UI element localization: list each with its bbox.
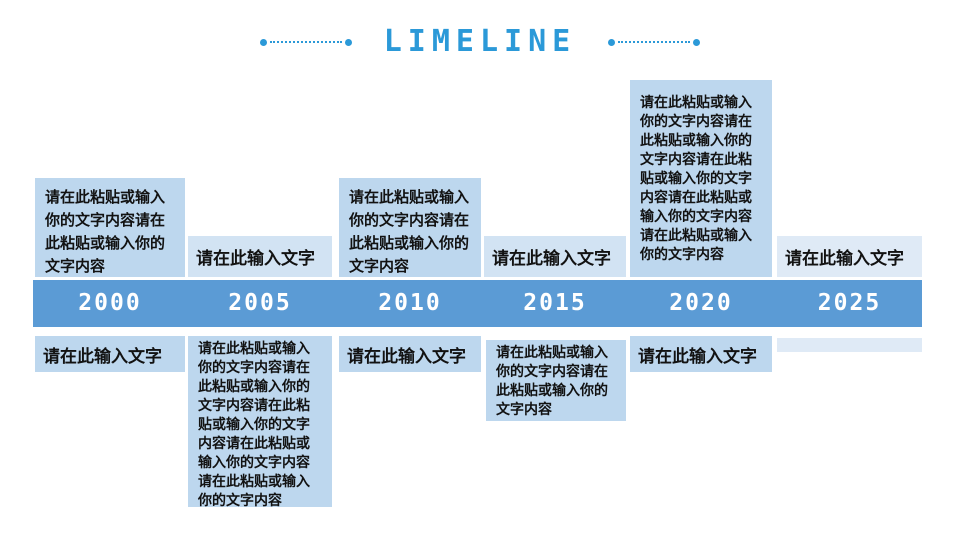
above-box-2010[interactable]: 请在此粘贴或输入你的文字内容请在此粘贴或输入你的文字内容 — [339, 178, 481, 277]
above-box-2020[interactable]: 请在此粘贴或输入你的文字内容请在此粘贴或输入你的文字内容请在此粘贴或输入你的文字… — [630, 80, 772, 277]
below-box-2015[interactable]: 请在此粘贴或输入你的文字内容请在此粘贴或输入你的文字内容 — [486, 340, 626, 421]
above-box-2005[interactable]: 请在此输入文字 — [188, 236, 332, 277]
year-2015: 2015 — [523, 290, 587, 316]
below-box-2020[interactable]: 请在此输入文字 — [630, 336, 772, 372]
above-box-2025[interactable]: 请在此输入文字 — [777, 236, 922, 277]
timeline-band — [33, 280, 922, 327]
year-2025: 2025 — [817, 290, 882, 316]
year-2005: 2005 — [228, 290, 292, 316]
below-box-2025[interactable] — [777, 338, 922, 352]
below-box-2005[interactable]: 请在此粘贴或输入你的文字内容请在此粘贴或输入你的文字内容请在此粘贴或输入你的文字… — [188, 336, 332, 507]
title-deco-left — [259, 38, 352, 46]
title-deco-right — [608, 38, 701, 46]
year-2020: 2020 — [669, 290, 733, 316]
dotted-line — [618, 41, 691, 43]
dotted-line — [269, 41, 342, 43]
dot-icon — [259, 38, 267, 46]
page-title: LIMELINE — [383, 24, 577, 59]
dot-icon — [344, 38, 352, 46]
below-box-2010[interactable]: 请在此输入文字 — [339, 336, 481, 372]
year-2000: 2000 — [78, 290, 142, 316]
dot-icon — [608, 38, 616, 46]
dot-icon — [693, 38, 701, 46]
above-box-2000[interactable]: 请在此粘贴或输入你的文字内容请在此粘贴或输入你的文字内容 — [35, 178, 185, 277]
above-box-2015[interactable]: 请在此输入文字 — [484, 236, 626, 277]
below-box-2000[interactable]: 请在此输入文字 — [35, 336, 185, 372]
year-2010: 2010 — [378, 290, 442, 316]
title-bar: LIMELINE — [0, 22, 960, 62]
